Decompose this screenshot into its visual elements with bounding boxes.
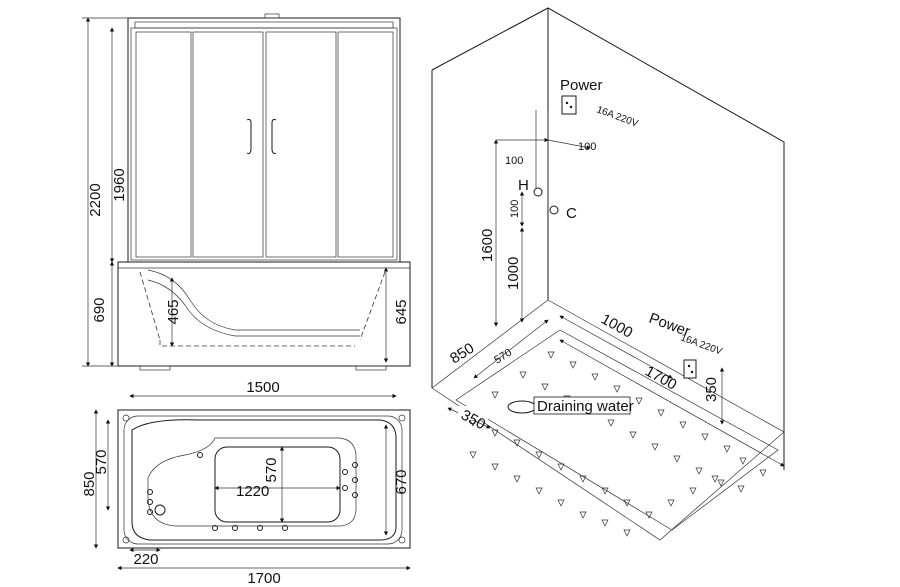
bathtub-body [117, 261, 411, 367]
tub-floor [214, 446, 341, 523]
top-view: 1500 1700 220 850 570 1220 570 670 [81, 379, 411, 587]
top-vent [264, 13, 280, 19]
floor-drain [507, 400, 537, 414]
tub-inner-dashed [159, 340, 355, 347]
power-spec-top: 16A 220V [595, 104, 640, 129]
dim-100-vertical: 100 [509, 200, 521, 218]
door-handle-left [246, 118, 252, 155]
dim-465: 465 [165, 299, 182, 324]
wall-outline [431, 7, 785, 470]
massage-jets [147, 452, 358, 531]
dim-645: 645 [393, 299, 410, 324]
dim-1220: 1220 [236, 483, 269, 500]
backrest-curve [147, 269, 360, 331]
installation-view: Draining water Power 16A 220V H C 100 10… [431, 7, 785, 541]
drain-hole [154, 504, 166, 516]
dim-1000-floor: 1000 [598, 311, 635, 342]
power-spec-bottom: 16A 220V [679, 332, 724, 357]
cold-label: C [566, 205, 577, 222]
front-view: 2200 1960 690 465 645 [82, 13, 411, 371]
enclosure-top-rail [134, 21, 394, 29]
power-socket-bottom [683, 359, 697, 379]
floor-triangles [469, 351, 767, 537]
dim-100-right: 100 [578, 141, 596, 153]
dim-1600: 1600 [479, 229, 496, 262]
dim-690: 690 [91, 297, 108, 322]
dim-100-left: 100 [505, 155, 523, 167]
dim-570-floor: 570 [492, 347, 514, 367]
cold-water-outlet [549, 205, 559, 215]
dim-350-vertical: 350 [703, 377, 720, 402]
door-handle-right [271, 118, 277, 155]
hot-water-outlet [533, 187, 543, 197]
dim-1500: 1500 [246, 379, 279, 396]
dim-1700: 1700 [247, 570, 280, 587]
dim-220: 220 [133, 551, 158, 568]
backrest-contour [147, 437, 357, 527]
dim-2200: 2200 [87, 183, 104, 216]
dim-850: 850 [81, 471, 98, 496]
dim-1000-vertical: 1000 [505, 257, 522, 290]
side-panel-right [337, 31, 394, 258]
tub-outline-top [117, 409, 411, 549]
power-socket-top [561, 95, 577, 115]
dim-570-left: 570 [93, 449, 110, 474]
tub-basin-outer [131, 419, 397, 541]
door-panel-right [265, 31, 337, 258]
dim-670: 670 [393, 469, 410, 494]
drain-label: Draining water [537, 398, 634, 415]
door-panel-left [192, 31, 264, 258]
enclosure-inner-frame [130, 27, 398, 261]
power-label-top: Power [560, 77, 603, 94]
enclosure-frame [127, 17, 401, 263]
side-panel-left [135, 31, 192, 258]
dim-850-floor: 850 [447, 340, 477, 368]
dim-570-inner: 570 [263, 457, 280, 482]
dim-1960: 1960 [111, 168, 128, 201]
hot-label: H [518, 177, 529, 194]
